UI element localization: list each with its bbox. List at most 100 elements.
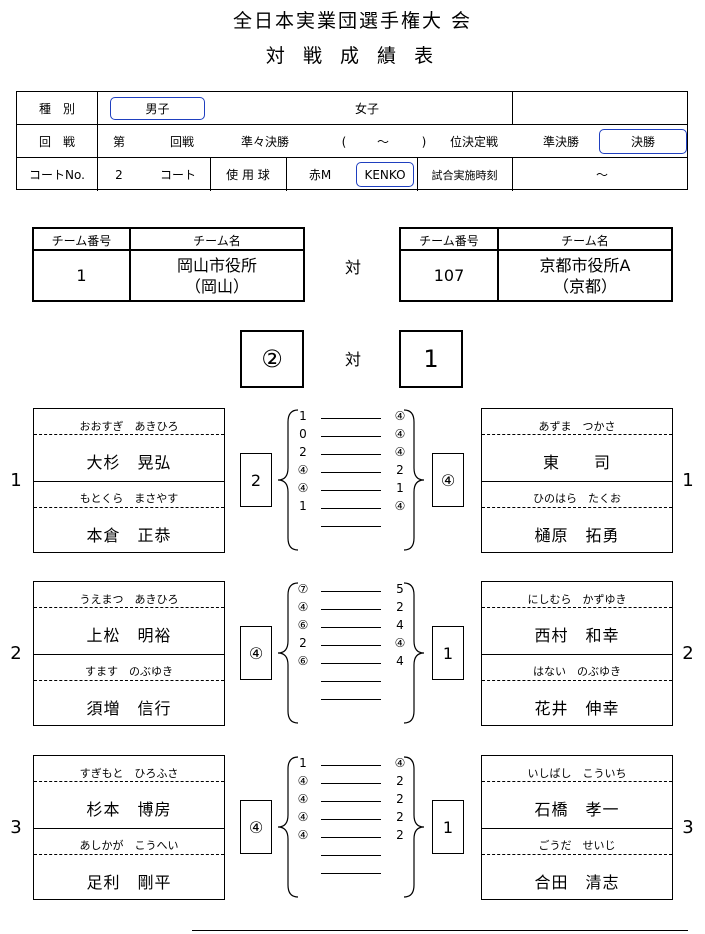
game-score-left: 2 bbox=[299, 445, 307, 459]
game-line bbox=[321, 609, 381, 610]
court-label: コートNo. bbox=[29, 168, 85, 182]
women-option[interactable]: 女子 bbox=[354, 102, 379, 116]
game-score-left: 0 bbox=[299, 427, 307, 441]
game-score-left: ④ bbox=[297, 774, 309, 788]
team-left-pref: （岡山） bbox=[184, 277, 249, 296]
player-pair-left: うえまつ あきひろ上松 明裕すます のぶゆき須増 信行 bbox=[33, 581, 225, 726]
player1-name: 石橋 孝一 bbox=[534, 800, 620, 819]
ball-red: 赤M bbox=[308, 168, 332, 182]
round-quarterfinal[interactable]: 準々決勝 bbox=[240, 135, 289, 149]
divider-dashed bbox=[34, 507, 224, 508]
game-line bbox=[321, 508, 381, 509]
game-line bbox=[321, 819, 381, 820]
divider-dashed bbox=[34, 680, 224, 681]
game-score-right: 4 bbox=[396, 654, 404, 668]
divider-dashed bbox=[34, 854, 224, 855]
game-score-left: ④ bbox=[297, 810, 309, 824]
match-score-left: 2 bbox=[240, 453, 272, 507]
game-score-left: ④ bbox=[297, 481, 309, 495]
score-right: 1 bbox=[399, 330, 463, 388]
team-vs: 対 bbox=[344, 258, 361, 277]
game-score-right: 2 bbox=[396, 600, 404, 614]
player-pair-right: にしむら かずゆき西村 和幸はない のぶゆき花井 伸幸 bbox=[481, 581, 673, 726]
divider-solid bbox=[34, 828, 224, 829]
header-row-round: 回 戦 第 回戦 準々決勝 ( ～ ) 位決定戦 準決勝 決勝 bbox=[17, 125, 687, 158]
category-label: 種 別 bbox=[38, 102, 75, 116]
match-number-left: 1 bbox=[10, 469, 22, 491]
divider-solid bbox=[482, 481, 672, 482]
match-number-left: 2 bbox=[10, 642, 22, 664]
match-score-right: 1 bbox=[432, 800, 464, 854]
header-row-court: コートNo. 2 コート 使 用 球 赤M KENKO 試合実施時刻 ～ bbox=[17, 158, 687, 191]
game-line bbox=[321, 837, 381, 838]
game-score-right: ④ bbox=[394, 445, 406, 459]
ball-label: 使 用 球 bbox=[226, 168, 270, 182]
divider-solid bbox=[482, 654, 672, 655]
round-semifinal[interactable]: 準決勝 bbox=[542, 135, 579, 149]
men-option-selected[interactable]: 男子 bbox=[110, 97, 205, 120]
games-brace bbox=[277, 582, 425, 724]
player2-name: 合田 清志 bbox=[534, 873, 620, 892]
divider-dashed bbox=[482, 854, 672, 855]
team-right-name-header: チーム名 bbox=[561, 233, 609, 248]
game-line bbox=[321, 855, 381, 856]
game-score-right: ④ bbox=[394, 499, 406, 513]
game-score-right: 2 bbox=[396, 792, 404, 806]
player-pair-right: いしばし こういち石橋 孝一ごうだ せいじ合田 清志 bbox=[481, 755, 673, 900]
player2-kana: すます のぶゆき bbox=[85, 665, 173, 678]
player1-kana: おおすぎ あきひろ bbox=[79, 420, 179, 433]
player2-name: 樋原 拓勇 bbox=[534, 526, 620, 545]
round-placement[interactable]: 位決定戦 bbox=[449, 135, 498, 149]
game-line bbox=[321, 591, 381, 592]
game-score-right: 2 bbox=[396, 774, 404, 788]
divider-dashed bbox=[482, 607, 672, 608]
time-label: 試合実施時刻 bbox=[431, 168, 498, 182]
signature-line bbox=[192, 930, 688, 931]
round-final-selected[interactable]: 決勝 bbox=[599, 129, 687, 154]
divider-solid bbox=[34, 481, 224, 482]
court-number: 2 bbox=[115, 167, 123, 182]
ball-brand-selected[interactable]: KENKO bbox=[356, 162, 414, 187]
title-main: 全日本実業団選手権大 会 bbox=[232, 10, 473, 32]
game-score-left: 1 bbox=[299, 756, 307, 770]
match-number-left: 3 bbox=[10, 816, 22, 838]
game-score-right: 2 bbox=[396, 828, 404, 842]
game-score-right: ④ bbox=[394, 636, 406, 650]
game-score-left: ④ bbox=[297, 828, 309, 842]
match-number-right: 2 bbox=[682, 642, 694, 664]
player2-kana: ひのはら たくお bbox=[533, 492, 621, 505]
title-sub: 対 戦 成 績 表 bbox=[265, 45, 440, 67]
game-line bbox=[321, 436, 381, 437]
divider-solid bbox=[34, 654, 224, 655]
game-line bbox=[321, 627, 381, 628]
round-paren-close: ) bbox=[421, 134, 427, 149]
round-dai: 第 bbox=[112, 135, 125, 149]
round-kaisen[interactable]: 回戦 bbox=[169, 135, 194, 149]
player1-kana: いしばし こういち bbox=[527, 767, 627, 780]
player1-kana: あずま つかさ bbox=[538, 420, 616, 433]
divider-dashed bbox=[482, 507, 672, 508]
match-score-left: ④ bbox=[240, 800, 272, 854]
game-line bbox=[321, 765, 381, 766]
game-line bbox=[321, 663, 381, 664]
round-tilde: ～ bbox=[376, 135, 389, 149]
player1-name: 杉本 博房 bbox=[86, 800, 172, 819]
game-score-right: ④ bbox=[394, 756, 406, 770]
game-score-right: 2 bbox=[396, 810, 404, 824]
player1-kana: うえまつ あきひろ bbox=[79, 593, 179, 606]
team-right-name: 京都市役所A bbox=[539, 256, 631, 275]
player2-kana: あしかが こうへい bbox=[79, 839, 179, 852]
player2-kana: もとくら まさやす bbox=[79, 492, 179, 505]
player1-name: 西村 和幸 bbox=[534, 626, 620, 645]
header-row-category: 種 別 男子 女子 bbox=[17, 92, 687, 125]
game-line bbox=[321, 454, 381, 455]
player-pair-left: おおすぎ あきひろ大杉 晃弘もとくら まさやす本倉 正恭 bbox=[33, 408, 225, 553]
player2-name: 須増 信行 bbox=[86, 699, 172, 718]
divider-dashed bbox=[482, 434, 672, 435]
team-right-pref: （京都） bbox=[552, 277, 617, 296]
game-score-right: ④ bbox=[394, 409, 406, 423]
game-line bbox=[321, 418, 381, 419]
game-score-left: ④ bbox=[297, 792, 309, 806]
round-label: 回 戦 bbox=[38, 135, 75, 149]
game-score-right: 1 bbox=[396, 481, 404, 495]
